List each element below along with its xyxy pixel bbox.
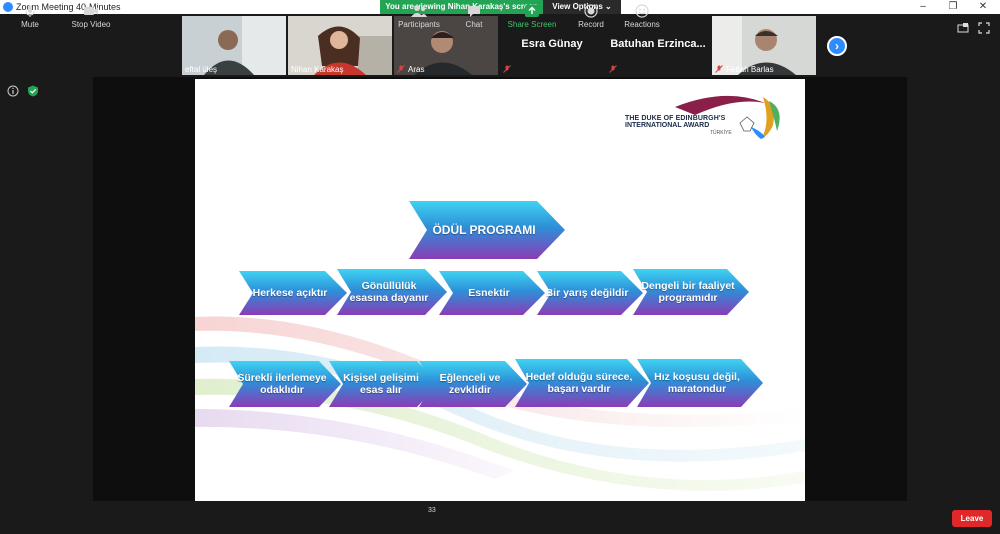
- video-options-chevron-icon[interactable]: ^: [112, 8, 116, 15]
- share-screen-arrow-icon: [525, 5, 539, 17]
- principle-label: Hız koşusu değil, maratondur: [654, 371, 740, 395]
- info-icon[interactable]: [7, 85, 19, 97]
- principle-arrow: Gönüllülük esasına dayanır: [337, 269, 447, 315]
- participant-tile[interactable]: Nihan Karakaş: [288, 16, 392, 75]
- next-page-chevron-icon[interactable]: ›: [827, 36, 847, 56]
- chat-bubble-icon: [468, 6, 480, 17]
- stop-video-label: Stop Video: [71, 20, 111, 29]
- principle-label: Dengeli bir faaliyet programıdır: [641, 280, 735, 304]
- share-screen-label: Share Screen: [507, 20, 557, 29]
- duke-of-edinburgh-logo: THE DUKE OF EDINBURGH'S INTERNATIONAL AW…: [625, 115, 785, 136]
- participant-video: [712, 16, 816, 75]
- zoom-logo-icon: [3, 2, 13, 12]
- principle-label: Esnektir: [468, 287, 510, 299]
- principle-arrow: Sürekli ilerlemeye odaklıdır: [229, 361, 341, 407]
- fullscreen-icon[interactable]: [978, 22, 990, 34]
- mute-button[interactable]: Mute: [14, 4, 46, 29]
- encryption-shield-icon[interactable]: [27, 85, 39, 97]
- share-banner: You are viewing Nihan Karakaş's screen: [380, 0, 543, 14]
- minimize-icon[interactable]: –: [920, 1, 926, 12]
- leave-button[interactable]: Leave: [952, 510, 992, 527]
- principle-label: Bir yarış değildir: [545, 287, 629, 299]
- participant-tile[interactable]: Esra Günay: [500, 16, 604, 75]
- audio-options-chevron-icon[interactable]: ^: [48, 8, 52, 15]
- principle-arrow: Dengeli bir faaliyet programıdır: [633, 269, 749, 315]
- participant-tile[interactable]: Aras: [394, 16, 498, 75]
- participant-name: Fettah Barlas: [726, 65, 774, 74]
- principle-arrow: Herkese açıktır: [239, 271, 347, 315]
- main-program-arrow: ÖDÜL PROGRAMI: [409, 201, 565, 259]
- reactions-label: Reactions: [624, 20, 660, 29]
- chat-label: Chat: [465, 20, 483, 29]
- principle-arrow: Bir yarış değildir: [537, 271, 643, 315]
- muted-mic-icon: [397, 65, 405, 73]
- participant-video: [394, 16, 498, 75]
- chat-button[interactable]: Chat: [458, 4, 490, 29]
- close-icon[interactable]: ✕: [978, 1, 988, 12]
- smiley-icon: [635, 4, 649, 18]
- participant-name: Aras: [408, 65, 425, 74]
- participant-count: 33: [428, 507, 436, 514]
- principle-arrow: Kişisel gelişimi esas alır: [329, 361, 439, 407]
- participant-name: Nihan Karakaş: [291, 65, 344, 74]
- participant-tile[interactable]: Fettah Barlas: [712, 16, 816, 75]
- principle-arrow: Esnektir: [439, 271, 545, 315]
- principle-label: Eğlenceli ve zevklidir: [439, 372, 501, 396]
- main-program-label: ÖDÜL PROGRAMI: [432, 222, 536, 237]
- principle-label: Kişisel gelişimi esas alır: [343, 372, 419, 396]
- presentation-slide: THE DUKE OF EDINBURGH'S INTERNATIONAL AW…: [195, 79, 805, 501]
- logo-line-1: THE DUKE OF EDINBURGH'S: [625, 115, 726, 122]
- logo-line-3: TÜRKİYE: [710, 130, 732, 136]
- meeting-toolbar: [0, 501, 1000, 534]
- participant-tile[interactable]: Batuhan Erzinca...: [606, 16, 710, 75]
- microphone-icon: [25, 5, 35, 17]
- principle-label: Gönüllülük esasına dayanır: [349, 280, 429, 304]
- participant-name: eftal üleş: [185, 65, 218, 74]
- participants-button[interactable]: Participants: [396, 4, 442, 29]
- participant-tile[interactable]: eftal üleş: [182, 16, 286, 75]
- principle-arrow: Hedef olduğu sürece, başarı vardır: [515, 359, 649, 407]
- participant-name: Esra Günay: [521, 38, 583, 50]
- logo-line-2: INTERNATIONAL AWARD: [625, 122, 710, 129]
- participant-name: Batuhan Erzinca...: [610, 38, 706, 50]
- principle-arrow: Hız koşusu değil, maratondur: [637, 359, 763, 407]
- maximize-icon[interactable]: ❐: [948, 1, 958, 12]
- record-button[interactable]: Record: [574, 4, 608, 29]
- principle-label: Hedef olduğu sürece, başarı vardır: [525, 371, 633, 395]
- reactions-button[interactable]: Reactions: [622, 4, 662, 29]
- stop-video-button[interactable]: Stop Video: [66, 4, 116, 29]
- participants-icon: [411, 5, 427, 17]
- principle-label: Herkese açıktır: [252, 287, 328, 299]
- participant-video: [182, 16, 286, 75]
- principle-label: Sürekli ilerlemeye odaklıdır: [237, 372, 327, 396]
- principle-arrow: Eğlenceli ve zevklidir: [419, 361, 527, 407]
- muted-mic-icon: [609, 65, 617, 73]
- record-label: Record: [578, 20, 604, 29]
- window-title: Zoom Meeting 40-Minutes: [16, 2, 121, 12]
- share-screen-button[interactable]: Share Screen: [505, 4, 559, 29]
- muted-mic-icon: [503, 65, 511, 73]
- video-camera-icon: [84, 7, 98, 15]
- view-options-button[interactable]: View Options ⌄: [543, 0, 621, 14]
- gallery-view-icon[interactable]: [957, 22, 969, 34]
- muted-mic-icon: [715, 65, 723, 73]
- participants-label: Participants: [398, 20, 440, 29]
- mute-label: Mute: [21, 20, 39, 29]
- participant-video: [288, 16, 392, 75]
- record-icon: [584, 4, 598, 18]
